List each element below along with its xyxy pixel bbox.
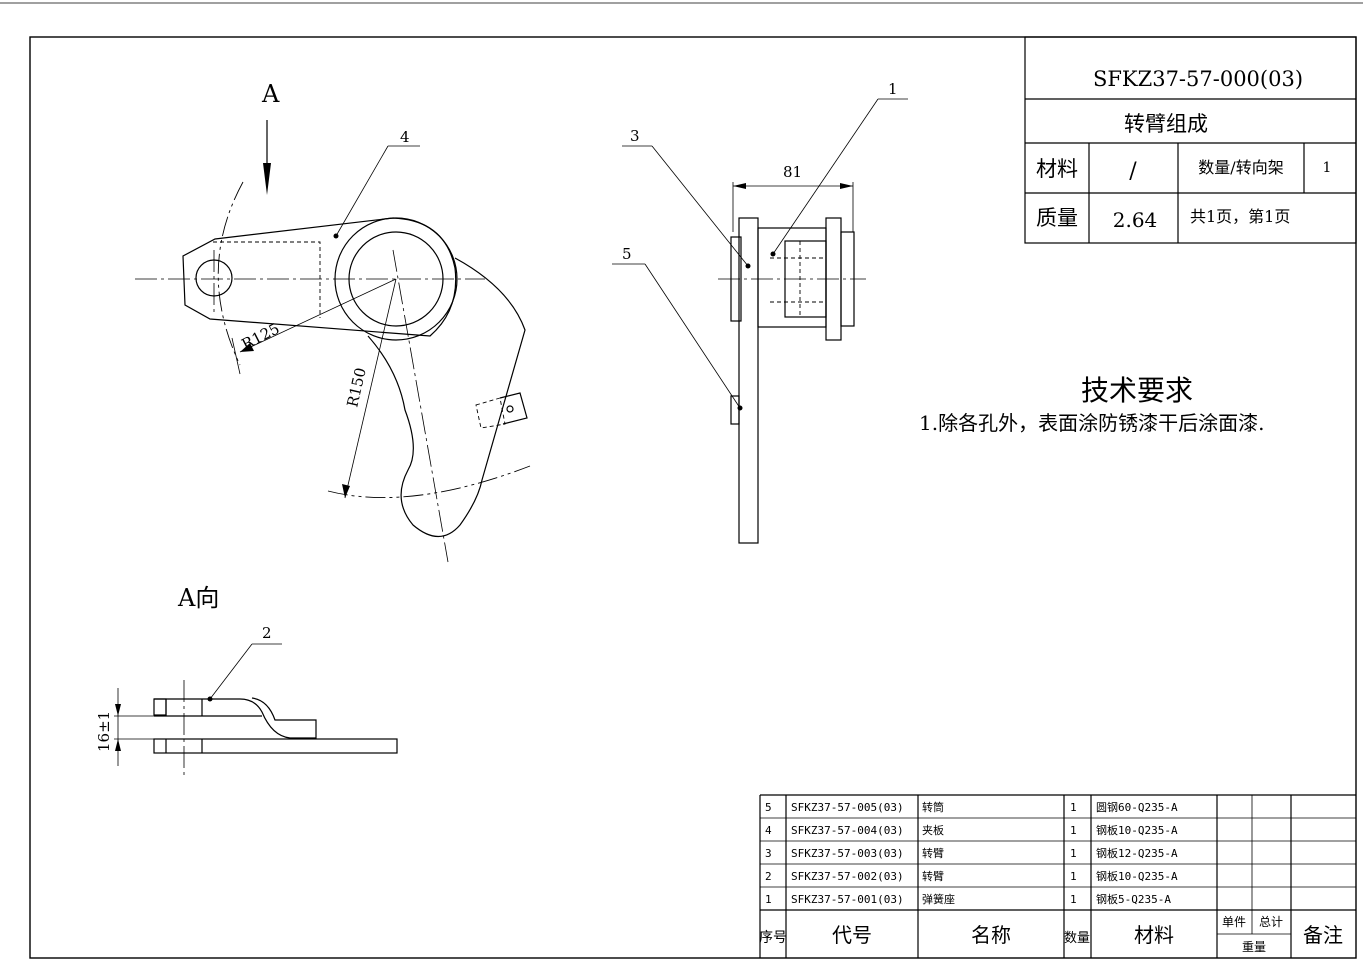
material-label: 材料 [1036, 157, 1078, 181]
svg-text:夹板: 夹板 [922, 823, 944, 837]
bom-row: 5 SFKZ37-57-005(03) 转筒 1 圆钢60-Q235-A [765, 800, 1178, 814]
dim-r150: R150 [343, 366, 370, 409]
svg-text:转臂: 转臂 [922, 869, 944, 883]
svg-text:钢板12-Q235-A: 钢板12-Q235-A [1096, 846, 1178, 860]
svg-text:转筒: 转筒 [922, 800, 944, 814]
bom-row: 2 SFKZ37-57-002(03) 转臂 1 钢板10-Q235-A [765, 869, 1178, 883]
weight-value: 2.64 [1113, 208, 1158, 232]
svg-text:钢板5-Q235-A: 钢板5-Q235-A [1096, 892, 1171, 906]
dim-r125: R125 [239, 319, 283, 353]
assembly-name: 转臂组成 [1124, 112, 1208, 136]
bom-header-material: 材料 [1134, 923, 1174, 947]
balloon-5: 5 [622, 245, 632, 263]
weight-label: 质量 [1036, 206, 1078, 230]
svg-text:1: 1 [1070, 847, 1077, 860]
tech-req-title: 技术要求 [1081, 374, 1193, 407]
svg-text:钢板10-Q235-A: 钢板10-Q235-A [1096, 869, 1178, 883]
bom-header-name: 名称 [971, 923, 1011, 947]
drawing-frame [29, 36, 1357, 959]
bom-header-unit: 单件 [1222, 915, 1246, 929]
dim-81: 81 [783, 163, 802, 181]
svg-text:转臂: 转臂 [922, 846, 944, 860]
view-arrow-icon [263, 163, 271, 195]
svg-text:SFKZ37-57-003(03): SFKZ37-57-003(03) [791, 847, 904, 860]
balloon-2: 2 [262, 624, 272, 642]
quantity-label: 数量/转向架 [1198, 158, 1283, 177]
svg-text:钢板10-Q235-A: 钢板10-Q235-A [1096, 823, 1178, 837]
svg-text:SFKZ37-57-001(03): SFKZ37-57-001(03) [791, 893, 904, 906]
svg-text:1: 1 [1070, 824, 1077, 837]
svg-text:弹簧座: 弹簧座 [922, 892, 955, 906]
drawing-number: SFKZ37-57-000(03) [1093, 67, 1303, 91]
main-view: A R125 R150 [135, 80, 531, 563]
bom-row: 3 SFKZ37-57-003(03) 转臂 1 钢板12-Q235-A [765, 846, 1178, 860]
title-block: SFKZ37-57-000(03) 转臂组成 材料 / 数量/转向架 1 质量 … [1024, 36, 1357, 244]
sheet-count: 共1页，第1页 [1190, 207, 1290, 226]
balloon-4: 4 [400, 128, 410, 146]
view-a-label: A向 [177, 584, 219, 612]
view-a: A向 16±1 2 [95, 584, 398, 775]
balloon-3: 3 [630, 127, 640, 145]
bom-header-remark: 备注 [1303, 923, 1343, 947]
svg-text:3: 3 [765, 847, 772, 860]
bom-header-weight: 重量 [1242, 940, 1266, 954]
dim-16: 16±1 [95, 711, 113, 752]
svg-text:圆钢60-Q235-A: 圆钢60-Q235-A [1096, 801, 1178, 814]
side-view: 81 1 3 5 [612, 80, 908, 544]
material-value: / [1129, 159, 1137, 184]
view-arrow-label: A [261, 80, 280, 108]
tech-req-item-1: 1.除各孔外，表面涂防锈漆干后涂面漆. [919, 411, 1264, 435]
bom-table: 5 SFKZ37-57-005(03) 转筒 1 圆钢60-Q235-A 4 S… [759, 794, 1356, 958]
bom-row: 1 SFKZ37-57-001(03) 弹簧座 1 钢板5-Q235-A [765, 892, 1171, 906]
bom-header-total: 总计 [1259, 915, 1283, 929]
svg-text:1: 1 [1070, 893, 1077, 906]
bom-row: 4 SFKZ37-57-004(03) 夹板 1 钢板10-Q235-A [765, 823, 1178, 837]
svg-text:1: 1 [1070, 801, 1077, 814]
svg-text:SFKZ37-57-002(03): SFKZ37-57-002(03) [791, 870, 904, 883]
svg-text:1: 1 [765, 893, 772, 906]
quantity-value: 1 [1323, 160, 1332, 176]
svg-text:4: 4 [765, 824, 772, 837]
svg-text:SFKZ37-57-005(03): SFKZ37-57-005(03) [791, 801, 904, 814]
bom-header-code: 代号 [832, 923, 872, 947]
bom-header-seq: 序号 [759, 930, 787, 946]
bom-header-qty: 数量 [1064, 931, 1090, 946]
svg-text:SFKZ37-57-004(03): SFKZ37-57-004(03) [791, 824, 904, 837]
balloon-1: 1 [888, 80, 898, 98]
svg-text:1: 1 [1070, 870, 1077, 883]
svg-text:5: 5 [765, 801, 772, 814]
svg-text:2: 2 [765, 870, 772, 883]
